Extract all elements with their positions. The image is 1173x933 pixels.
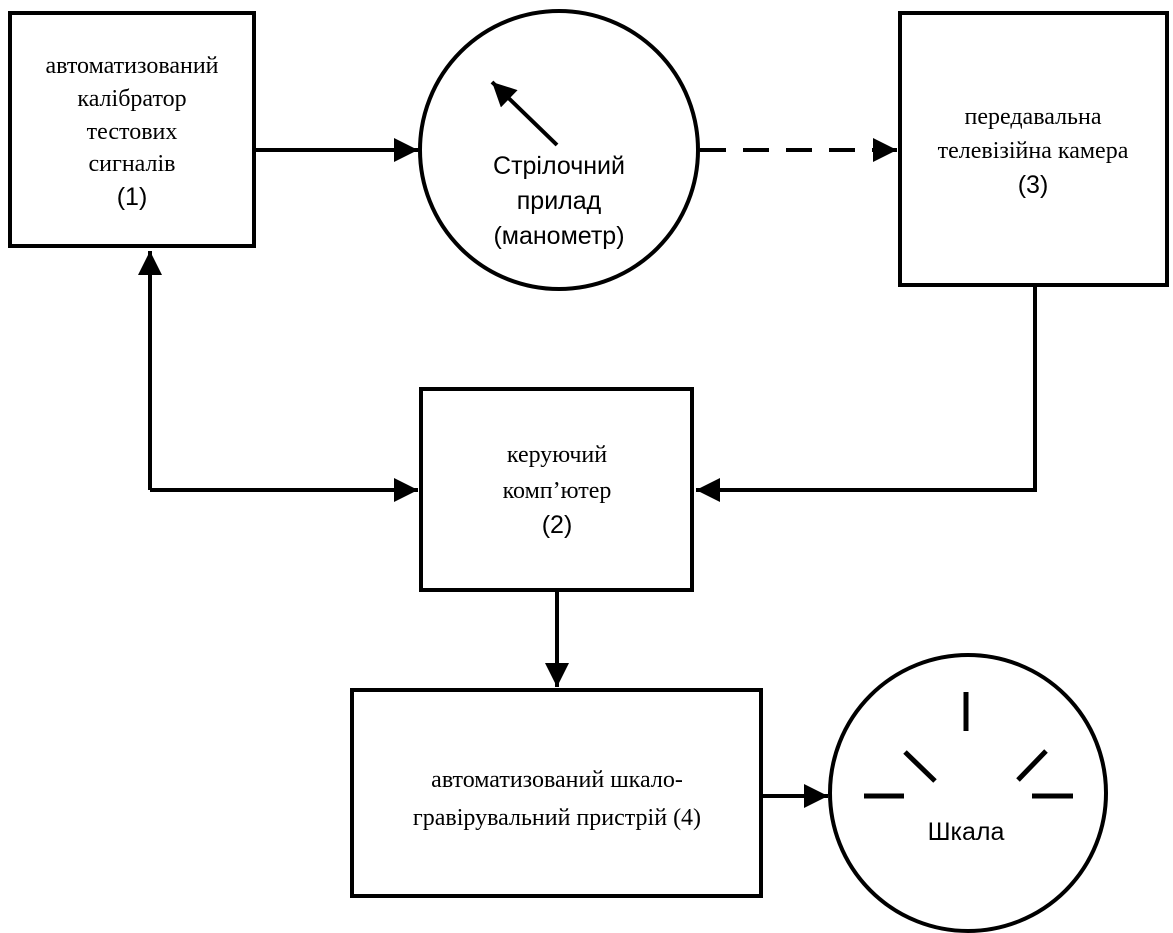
camera-box — [898, 11, 1169, 287]
camera-block: передавальна телевізійна камера (3) — [898, 11, 1169, 287]
scale-label: Шкала — [928, 818, 1005, 846]
computer-label-line-2: комп’ютер — [503, 478, 612, 504]
connectors — [138, 138, 1037, 808]
engraver-label-line-2: гравірувальний пристрій (4) — [413, 805, 701, 831]
engraver-box — [350, 688, 763, 898]
gauge-label-line-3: (манометр) — [493, 222, 624, 250]
scale-tick-upper-left — [903, 750, 937, 783]
calibrator-number: (1) — [117, 183, 148, 211]
calibrator-label-line-2: калібратор — [77, 86, 186, 112]
scale-block: Шкала — [828, 653, 1108, 933]
computer-label-line-1: керуючий — [507, 442, 607, 468]
computer-number: (2) — [542, 511, 573, 539]
gauge-label-line-2: прилад — [517, 187, 602, 215]
calibrator-label-line-3: тестових — [87, 119, 178, 145]
gauge-block: Стрілочний прилад (манометр) — [418, 9, 700, 291]
scale-circle — [828, 653, 1108, 933]
camera-label-line-2: телевізійна камера — [938, 138, 1129, 164]
calibrator-block: автоматизований калібратор тестових сигн… — [8, 11, 256, 248]
engraver-block: автоматизований шкало- гравірувальний пр… — [350, 688, 763, 898]
camera-label-line-1: передавальна — [965, 104, 1102, 130]
gauge-needle-icon — [490, 80, 559, 147]
gauge-circle — [418, 9, 700, 291]
arrow-camera-to-computer — [696, 287, 1037, 502]
scale-tick-upper-right — [1016, 749, 1048, 782]
calibrator-box — [8, 11, 256, 248]
computer-block: керуючий комп’ютер (2) — [419, 387, 694, 592]
computer-box — [419, 387, 694, 592]
gauge-label-line-1: Стрілочний — [493, 152, 625, 180]
calibrator-label-line-4: сигналів — [88, 151, 175, 177]
camera-number: (3) — [1018, 171, 1049, 199]
calibrator-label-line-1: автоматизований — [45, 53, 218, 79]
engraver-label-line-1: автоматизований шкало- — [431, 767, 683, 793]
